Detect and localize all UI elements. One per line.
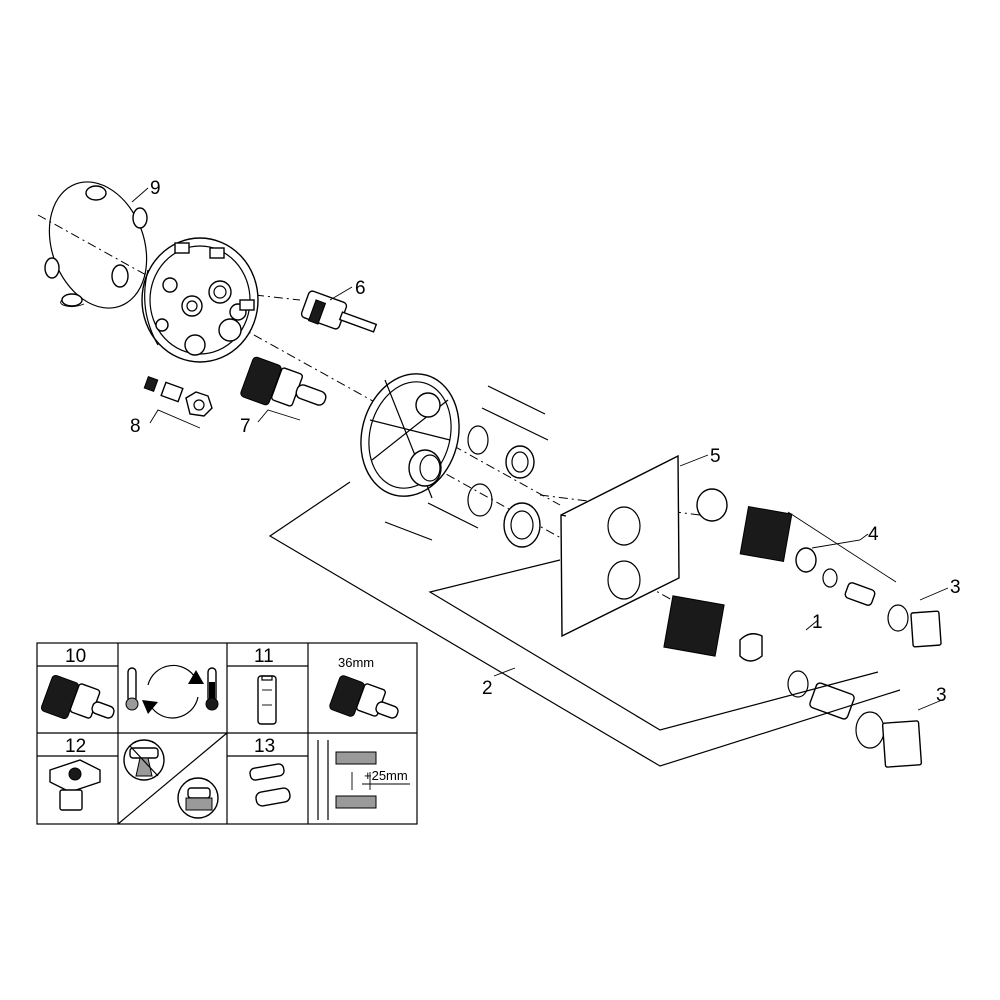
o-rings-plate xyxy=(467,425,493,517)
callout-1: 1 xyxy=(812,612,823,633)
part-4-handle-assembly xyxy=(696,488,876,606)
callout-3-upper: 3 xyxy=(950,577,961,598)
mounting-body xyxy=(141,237,259,363)
mounting-plate xyxy=(360,373,460,499)
ref-36mm-cartridge-image xyxy=(329,675,399,719)
callout-5: 5 xyxy=(710,446,721,467)
group-bracket-1 xyxy=(428,559,879,731)
callout-6: 6 xyxy=(355,278,366,299)
leader-4 xyxy=(787,511,897,583)
leader-3-upper xyxy=(919,587,949,601)
leader-9 xyxy=(131,187,149,203)
ref-12-adapter-image xyxy=(49,759,101,811)
leader-5 xyxy=(679,454,709,467)
sleeves xyxy=(503,445,541,548)
leader-8 xyxy=(149,409,201,429)
reference-table xyxy=(36,642,418,825)
part-6-cartridge xyxy=(300,290,378,333)
dimension-25mm: +25mm xyxy=(364,768,408,783)
ref-11-grease-tube-image xyxy=(257,675,277,725)
leader-2 xyxy=(493,667,516,677)
ref-number-10: 10 xyxy=(65,646,86,667)
ref-extension-set-diagram xyxy=(317,740,410,820)
leader-7 xyxy=(257,409,301,423)
thermometer-cold-icon xyxy=(125,667,139,711)
leader-3-lower xyxy=(917,699,943,711)
ref-number-11: 11 xyxy=(254,646,274,667)
ref-10-cartridge-image xyxy=(40,674,115,720)
ref-number-13: 13 xyxy=(254,736,275,757)
group-bracket-2 xyxy=(268,481,901,767)
callout-8: 8 xyxy=(130,416,141,437)
no-abrasive-cleaning-icon xyxy=(123,739,165,781)
part-3-cap-lower xyxy=(855,711,923,768)
cleaning-icon xyxy=(177,777,219,819)
thermometer-hot-icon xyxy=(205,667,219,711)
part-7-thermostatic-cartridge xyxy=(240,356,327,407)
part-1-lower-handle xyxy=(663,595,855,720)
callout-7: 7 xyxy=(240,416,251,437)
leader-6 xyxy=(329,286,353,301)
callout-4: 4 xyxy=(868,524,879,545)
ref-13-extension-image xyxy=(249,763,291,807)
swap-arrows-icon xyxy=(142,664,204,719)
callout-2: 2 xyxy=(482,678,493,699)
mounting-screws xyxy=(384,385,549,541)
part-3-cap-upper xyxy=(887,604,942,648)
part-8-check-valve xyxy=(143,376,213,417)
callout-3-lower: 3 xyxy=(936,685,947,706)
ref-number-12: 12 xyxy=(65,736,86,757)
callout-9: 9 xyxy=(150,178,161,199)
leader-1 xyxy=(805,619,819,631)
part-5-escutcheon-plate xyxy=(560,454,680,638)
part-9-retaining-ring xyxy=(44,181,148,309)
dimension-36mm: 36mm xyxy=(338,655,374,670)
